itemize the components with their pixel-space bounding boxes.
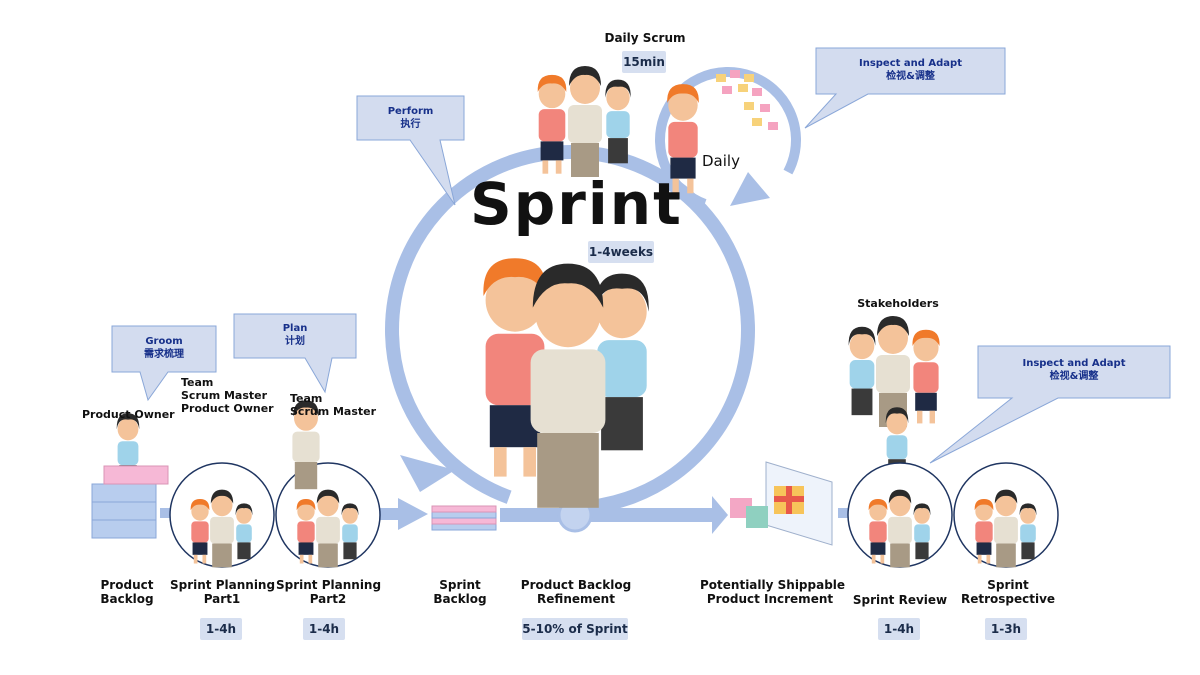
stage-sprint-planning-1-line1: Sprint Planning — [170, 578, 276, 592]
stage-sprint-review: Sprint Review — [848, 593, 952, 607]
callout-inspect-right — [929, 345, 1171, 464]
callout-perform-zh: 执行 — [400, 118, 421, 130]
callout-groom-zh: 需求梳理 — [144, 348, 184, 360]
stage-sprint-review-line1: Sprint Review — [852, 593, 948, 607]
callout-perform-en: Perform — [387, 106, 434, 117]
planning2-role-scrum-master: Scrum Master — [290, 405, 377, 419]
sprint-backlog-stack — [431, 505, 497, 531]
planning2-roles: Team Scrum Master — [290, 392, 376, 418]
sprint-duration-badge: 1-4weeks — [588, 241, 654, 263]
sprint-team — [483, 258, 649, 508]
planning2-role-team: Team — [290, 392, 323, 405]
callout-inspect-top-text: Inspect and Adapt 检视&调整 — [816, 58, 1005, 83]
daily-scrum-team — [537, 66, 631, 177]
daily-word: Daily — [702, 152, 740, 170]
stakeholders-label: Stakeholders — [857, 297, 939, 310]
stage-sprint-planning-1-line2: Part1 — [203, 592, 241, 607]
callout-inspect-right-text: Inspect and Adapt 检视&调整 — [978, 358, 1170, 383]
stage-sprint-backlog-line1: Sprint — [439, 578, 481, 592]
sprint-review-team — [848, 463, 952, 567]
daily-loop-arrowhead — [730, 172, 770, 206]
callout-groom-text: Groom 需求梳理 — [112, 336, 216, 361]
stage-product-increment: Potentially Shippable Product Increment — [700, 578, 846, 607]
sprint-loop — [385, 145, 755, 515]
callout-plan-en: Plan — [282, 323, 308, 334]
planning-2-duration: 1-4h — [303, 618, 345, 640]
stage-sprint-retrospective: Sprint Retrospective — [956, 578, 1060, 607]
daily-scrum-label: Daily Scrum — [604, 31, 686, 45]
stage-sprint-backlog: Sprint Backlog — [420, 578, 500, 607]
stage-sprint-planning-1: Sprint Planning Part1 — [170, 578, 276, 607]
stage-sprint-retrospective-line1: Sprint — [987, 578, 1029, 592]
callout-inspect-right-zh: 检视&调整 — [1049, 370, 1099, 382]
callout-plan-text: Plan 计划 — [234, 323, 356, 348]
stage-sprint-planning-2: Sprint Planning Part2 — [276, 578, 382, 607]
stage-sprint-retrospective-line2: Retrospective — [960, 592, 1056, 607]
refinement-duration: 5-10% of Sprint — [522, 618, 628, 640]
stage-product-backlog: Product Backlog — [82, 578, 172, 607]
callout-inspect-top-zh: 检视&调整 — [886, 70, 935, 82]
stage-product-increment-line2: Product Increment — [706, 592, 834, 607]
stage-sprint-planning-2-line1: Sprint Planning — [276, 578, 382, 592]
sprint-retrospective-team — [954, 463, 1058, 567]
stage-backlog-refinement: Product Backlog Refinement — [515, 578, 637, 607]
planning-part1-team — [170, 463, 274, 567]
review-duration: 1-4h — [878, 618, 920, 640]
product-backlog-stack — [91, 465, 169, 539]
planning1-role-product-owner: Product Owner — [181, 402, 274, 416]
daily-scrum-duration: 15min — [622, 51, 666, 73]
stage-sprint-backlog-line2: Backlog — [433, 592, 487, 607]
planning1-role-scrum-master: Scrum Master — [181, 389, 268, 403]
callout-groom — [111, 325, 217, 402]
callout-inspect-right-en: Inspect and Adapt — [1022, 358, 1126, 369]
stage-product-backlog-line2: Backlog — [100, 592, 154, 607]
callout-inspect-top — [804, 47, 1006, 129]
sticky-notes-icon — [716, 70, 778, 130]
callout-groom-en: Groom — [145, 336, 183, 347]
planning-part2-team — [276, 463, 380, 567]
callout-plan-zh: 计划 — [285, 335, 305, 347]
callout-inspect-top-en: Inspect and Adapt — [858, 58, 962, 69]
stage-sprint-planning-2-line2: Part2 — [309, 592, 347, 607]
stage-product-backlog-line1: Product — [100, 578, 154, 592]
stage-backlog-refinement-line2: Refinement — [537, 592, 615, 607]
product-increment-icon — [730, 461, 833, 546]
loop-arrowhead — [400, 455, 455, 492]
callout-perform — [356, 95, 465, 206]
sprint-title: Sprint — [470, 170, 683, 238]
callout-plan — [233, 313, 357, 394]
planning1-roles: Team Scrum Master Product Owner — [181, 376, 274, 416]
stage-backlog-refinement-line1: Product Backlog — [520, 578, 632, 592]
planning-1-duration: 1-4h — [200, 618, 242, 640]
callout-perform-text: Perform 执行 — [357, 106, 464, 131]
stage-product-increment-line1: Potentially Shippable — [700, 578, 846, 592]
role-product-owner: Product Owner — [82, 408, 175, 421]
retrospective-duration: 1-3h — [985, 618, 1027, 640]
planning1-role-team: Team — [181, 376, 214, 389]
